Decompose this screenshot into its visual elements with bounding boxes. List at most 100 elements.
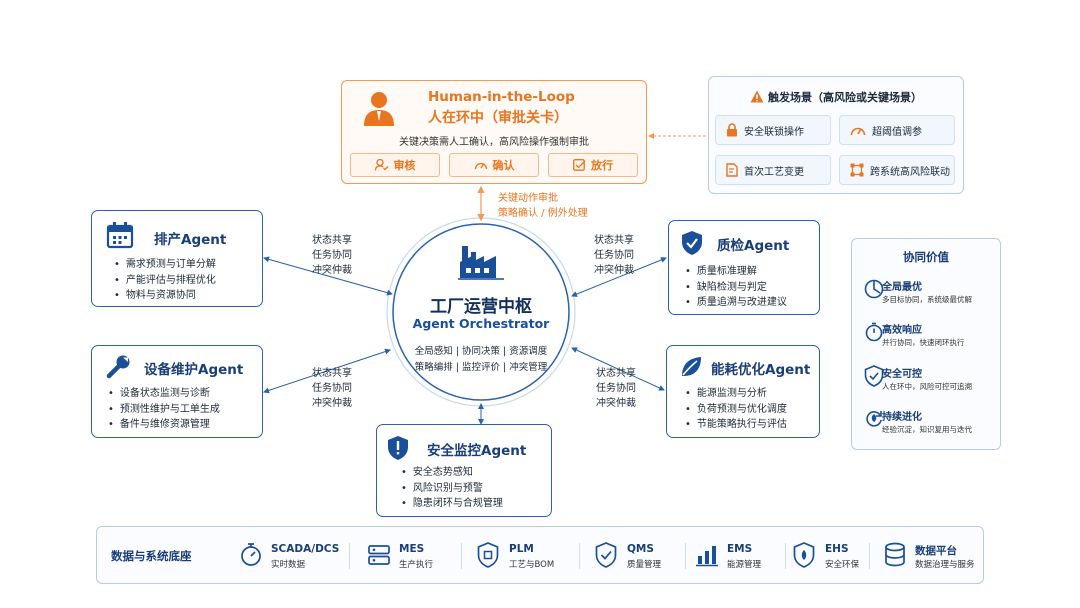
value-item-name: 安全可控: [882, 369, 922, 380]
edge-label-line: 任务协同: [594, 250, 634, 261]
calendar-icon: [106, 222, 134, 249]
list-item: 负荷预测与优化调度: [685, 402, 787, 418]
edge-label-line: 任务协同: [596, 383, 636, 394]
list-item: 产能评估与排程优化: [114, 273, 216, 289]
hitl-link-label: 关键动作审批 策略确认 / 例外处理: [498, 191, 588, 221]
lock-icon: [727, 123, 737, 137]
edge-label-line: 状态共享: [312, 235, 352, 246]
release-button[interactable]: 放行: [548, 153, 638, 177]
trigger-item-label: 安全联锁操作: [744, 126, 804, 138]
safety-agent-card: 安全监控Agent 安全态势感知 风险识别与预警 隐患闭环与合规管理: [376, 424, 552, 517]
list-item: 备件与维修资源管理: [108, 417, 220, 433]
edge-label-line: 冲突仲裁: [312, 398, 352, 409]
system-desc: 工艺与BOM: [509, 560, 555, 570]
edge-label-line: 状态共享: [594, 235, 634, 246]
warning-icon: [750, 90, 764, 103]
edge-label-line: 状态共享: [312, 368, 352, 379]
edge-label-energy: 状态共享 任务协同 冲突仲裁: [596, 366, 636, 411]
shield-check-icon: [682, 231, 702, 255]
target-icon: [864, 279, 884, 299]
system-desc: 实时数据: [271, 560, 306, 570]
person-icon: [364, 92, 394, 126]
value-item-desc: 并行协同，快速闭环执行: [882, 338, 965, 347]
leaf-icon: [682, 357, 701, 376]
divider: [579, 543, 580, 569]
scheduling-agent-title: 排产Agent: [154, 232, 227, 248]
confirm-label: 确认: [492, 159, 515, 172]
edge-label-quality: 状态共享 任务协同 冲突仲裁: [594, 233, 634, 278]
quality-agent-card: 质检Agent 质量标准理解 缺陷检测与判定 质量追溯与改进建议: [668, 220, 820, 315]
shield-leaf-icon: [793, 542, 815, 568]
list-item: 质量标准理解: [685, 264, 787, 280]
hub-functions-line1: 全局感知 | 协同决策 | 资源调度: [414, 346, 548, 357]
factory-icon: [458, 246, 504, 280]
list-item: 风险识别与预警: [401, 481, 503, 497]
safety-agent-list: 安全态势感知 风险识别与预警 隐患闭环与合规管理: [401, 465, 503, 512]
trigger-item-interlock: 安全联锁操作: [715, 115, 831, 145]
system-name: 数据平台: [915, 545, 957, 557]
list-item: 节能策略执行与评估: [685, 417, 787, 433]
energy-agent-title: 能耗优化Agent: [711, 362, 811, 378]
checkbox-icon: [573, 159, 586, 171]
hitl-title: Human-in-the-Loop: [428, 89, 575, 105]
equipment-agent-list: 设备状态监测与诊断 预测性维护与工单生成 备件与维修资源管理: [108, 386, 220, 433]
system-name: EHS: [825, 543, 849, 555]
system-name: EMS: [727, 543, 753, 555]
value-item-name: 持续进化: [882, 412, 922, 423]
gauge-icon: [474, 162, 487, 170]
trigger-title: 触发场景（高风险或关键场景）: [709, 89, 963, 105]
divider: [685, 543, 686, 569]
value-item-desc: 多目标协同，系统级最优解: [882, 295, 972, 304]
database-icon: [885, 542, 905, 567]
wrench-icon: [106, 355, 130, 379]
system-name: MES: [399, 543, 425, 555]
shield-alert-icon: [388, 436, 408, 460]
edge-label-line: 冲突仲裁: [596, 398, 636, 409]
edge-label-line: 状态共享: [596, 368, 636, 379]
list-item: 能源监测与分析: [685, 386, 787, 402]
energy-agent-card: 能耗优化Agent 能源监测与分析 负荷预测与优化调度 节能策略执行与评估: [666, 345, 820, 438]
value-item-desc: 经验沉淀，知识复用与迭代: [882, 425, 972, 434]
trigger-scenarios-panel: 触发场景（高风险或关键场景） 安全联锁操作 超阈值调参 首次工艺变更 跨: [708, 76, 964, 194]
review-button[interactable]: 审核: [350, 153, 440, 177]
system-name: QMS: [627, 543, 654, 555]
hub-functions-line2: 策略编排 | 监控评价 | 冲突管理: [414, 362, 548, 373]
equipment-agent-title: 设备维护Agent: [144, 362, 244, 378]
system-desc: 质量管理: [627, 560, 662, 570]
edge-label-line: 冲突仲裁: [594, 265, 634, 276]
list-item: 预测性维护与工单生成: [108, 402, 220, 418]
trigger-item-label: 超阈值调参: [872, 126, 922, 138]
edge-label-line: 冲突仲裁: [312, 265, 352, 276]
scheduling-agent-card: 排产Agent 需求预测与订单分解 产能评估与排程优化 物料与资源协同: [91, 210, 263, 307]
trigger-item-label: 首次工艺变更: [744, 166, 804, 178]
release-label: 放行: [591, 159, 613, 172]
quality-agent-title: 质检Agent: [717, 238, 790, 254]
quality-agent-list: 质量标准理解 缺陷检测与判定 质量追溯与改进建议: [685, 264, 787, 311]
data-system-foundation-bar: 数据与系统底座 SCADA/DCS 实时数据 MES 生产执行 PLM 工艺与B…: [96, 526, 984, 584]
value-item-desc: 人在环中，风险可控可追溯: [882, 382, 972, 391]
confirm-button[interactable]: 确认: [449, 153, 539, 177]
list-item: 物料与资源协同: [114, 288, 216, 304]
hub-title: 工厂运营中枢: [430, 297, 532, 317]
equipment-agent-card: 设备维护Agent 设备状态监测与诊断 预测性维护与工单生成 备件与维修资源管理: [91, 345, 263, 438]
system-name: SCADA/DCS: [271, 543, 340, 555]
trigger-item-threshold: 超阈值调参: [839, 115, 955, 145]
trigger-title-text: 触发场景（高风险或关键场景）: [768, 91, 922, 104]
system-desc: 数据治理与服务: [915, 560, 975, 570]
list-item: 隐患闭环与合规管理: [401, 496, 503, 512]
base-title: 数据与系统底座: [111, 549, 192, 563]
edge-label-line: 任务协同: [312, 250, 352, 261]
trigger-item-label: 跨系统高风险联动: [870, 166, 950, 178]
human-in-the-loop-panel: Human-in-the-Loop 人在环中（审批关卡） 关键决策需人工确认，高…: [341, 80, 647, 184]
hitl-subtitle: 人在环中（审批关卡）: [428, 110, 568, 126]
divider: [349, 543, 350, 569]
value-title: 协同价值: [903, 250, 949, 264]
energy-agent-list: 能源监测与分析 负荷预测与优化调度 节能策略执行与评估: [685, 386, 787, 433]
list-item: 安全态势感知: [401, 465, 503, 481]
hitl-description: 关键决策需人工确认，高风险操作强制审批: [399, 137, 589, 148]
trigger-item-cross-system: 跨系统高风险联动: [839, 155, 955, 185]
list-item: 设备状态监测与诊断: [108, 386, 220, 402]
review-label: 审核: [393, 159, 416, 172]
safety-agent-title: 安全监控Agent: [427, 443, 527, 459]
